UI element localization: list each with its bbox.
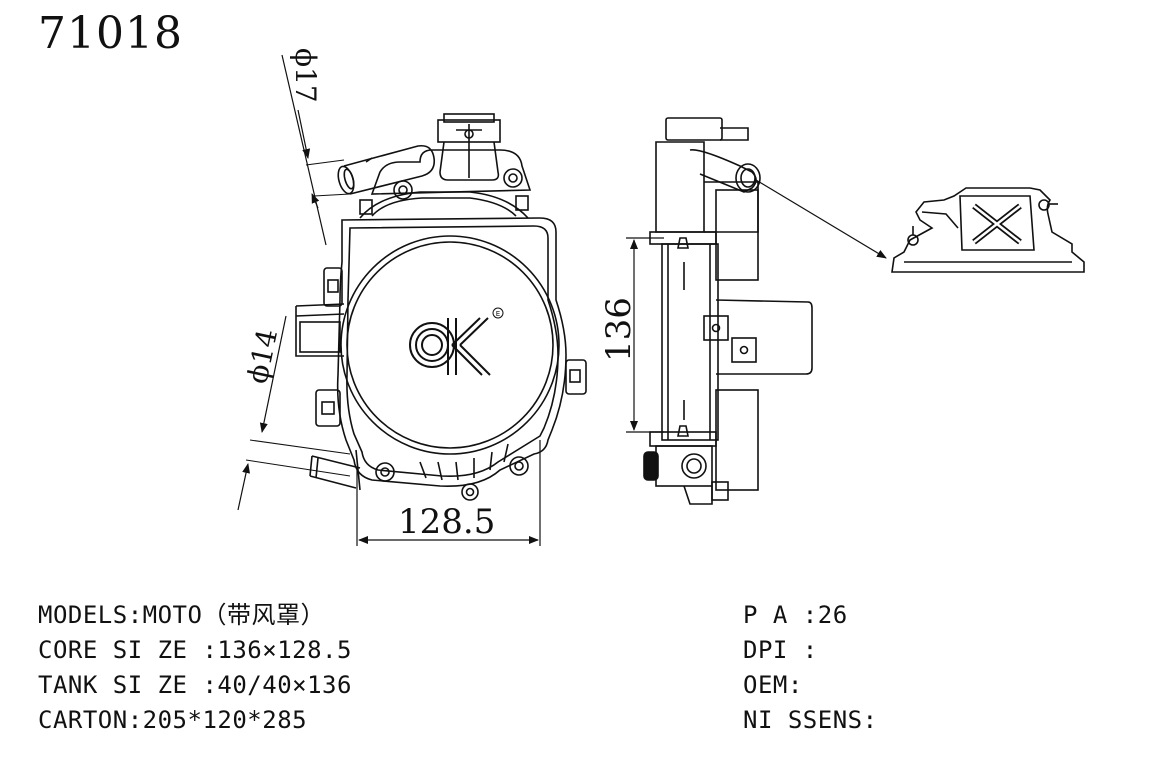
dimension-core-width: 128.5 [356, 440, 541, 546]
spec-label: MODELS: [38, 601, 143, 629]
side-view [643, 117, 813, 505]
spec-carton: CARTON:205*120*285 [38, 703, 352, 738]
spec-label: CARTON: [38, 706, 143, 734]
detail-view [891, 187, 1085, 273]
detail-leader-line [755, 179, 887, 259]
spec-label: TANK SI ZE : [38, 671, 218, 699]
dimension-phi17: ϕ17 [281, 48, 351, 246]
spec-label: P A : [743, 601, 818, 629]
spec-label: OEM: [743, 671, 803, 699]
spec-label: DPI : [743, 636, 818, 664]
spec-models: MODELS:MOTO（带风罩） [38, 598, 352, 633]
part-number: 71018 [38, 8, 183, 59]
svg-text:E: E [496, 310, 500, 318]
spec-value: 26 [817, 601, 848, 629]
spec-label: NI SSENS: [743, 706, 878, 734]
dimension-core-height: 136 [599, 237, 664, 433]
phi14-label: ϕ14 [241, 326, 285, 386]
spec-value: 205*120*285 [142, 706, 308, 734]
technical-drawing: E ϕ17 ϕ14 128.5 [237, 48, 1085, 546]
spec-core-size: CORE SI ZE :136×128.5 [38, 633, 352, 668]
spec-tank-size: TANK SI ZE :40/40×136 [38, 668, 352, 703]
specs-right: P A :26 DPI : OEM: NI SSENS: [743, 598, 878, 738]
phi17-label: ϕ17 [289, 48, 322, 103]
specs-left: MODELS:MOTO（带风罩） CORE SI ZE :136×128.5 T… [38, 598, 352, 738]
spec-dpi: DPI : [743, 633, 878, 668]
spec-value: 136×128.5 [217, 636, 352, 664]
spec-oem: OEM: [743, 668, 878, 703]
spec-pa: P A :26 [743, 598, 878, 633]
spec-nissens: NI SSENS: [743, 703, 878, 738]
front-view [295, 113, 587, 501]
core-width-label: 128.5 [398, 502, 495, 542]
spec-value: MOTO（带风罩） [142, 601, 325, 629]
core-height-label: 136 [599, 297, 639, 362]
spec-label: CORE SI ZE : [38, 636, 218, 664]
spec-value: 40/40×136 [217, 671, 352, 699]
brand-logo: E [409, 307, 504, 376]
